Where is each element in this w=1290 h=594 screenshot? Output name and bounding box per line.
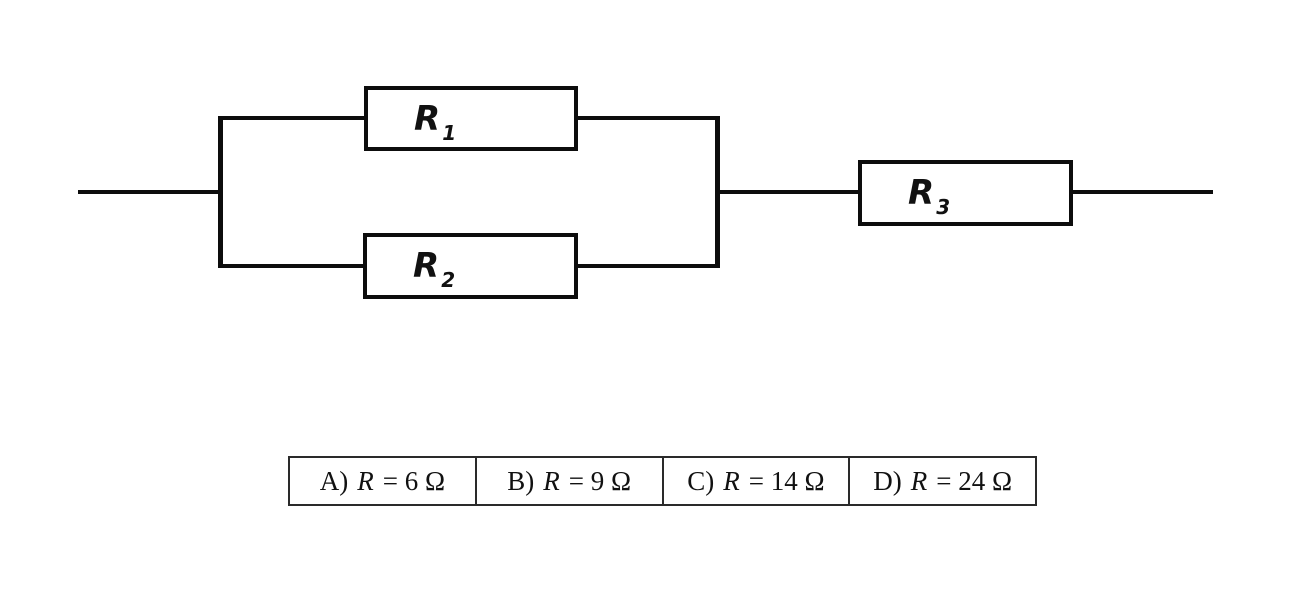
wire-top-branch-left (220, 116, 366, 120)
answer-option-c-prefix: C) (687, 465, 715, 496)
answer-option-b-variable: R (543, 465, 560, 496)
resistor-r1-subscript: 1 (442, 120, 457, 145)
answer-option-a-variable: R (357, 465, 374, 496)
wire-bottom-branch-left (220, 264, 366, 268)
wire-middle-link (719, 190, 858, 194)
wire-input-lead (78, 190, 220, 194)
answer-option-b-value: = 9 Ω (568, 465, 632, 496)
answer-option-c-value: = 14 Ω (748, 465, 825, 496)
answer-option-c-variable: R (723, 465, 740, 496)
resistor-r2-subscript: 2 (441, 268, 456, 292)
wire-left-junction-bar (218, 116, 223, 268)
wire-top-branch-right (576, 116, 719, 120)
answer-option-d-prefix: D) (873, 465, 902, 496)
wire-bottom-branch-right (576, 264, 719, 268)
answer-option-a-value: = 6 Ω (382, 465, 446, 496)
wire-right-junction-bar (715, 116, 720, 268)
answer-option-d-variable: R (910, 465, 928, 496)
answer-options-table: A) R = 6 Ω B) R = 9 Ω C) R = 14 Ω D) R =… (288, 456, 1037, 506)
answer-option-d[interactable]: D) R = 24 Ω (848, 458, 1035, 504)
wire-output-lead (1071, 190, 1213, 194)
answer-option-d-value: = 24 Ω (936, 465, 1013, 496)
answer-option-c[interactable]: C) R = 14 Ω (661, 458, 849, 504)
answer-option-a[interactable]: A) R = 6 Ω (290, 458, 475, 504)
answer-option-b[interactable]: B) R = 9 Ω (474, 458, 662, 504)
answer-option-b-prefix: B) (507, 465, 535, 496)
resistor-r3-subscript: 3 (936, 195, 951, 219)
answer-option-a-prefix: A) (319, 465, 349, 496)
